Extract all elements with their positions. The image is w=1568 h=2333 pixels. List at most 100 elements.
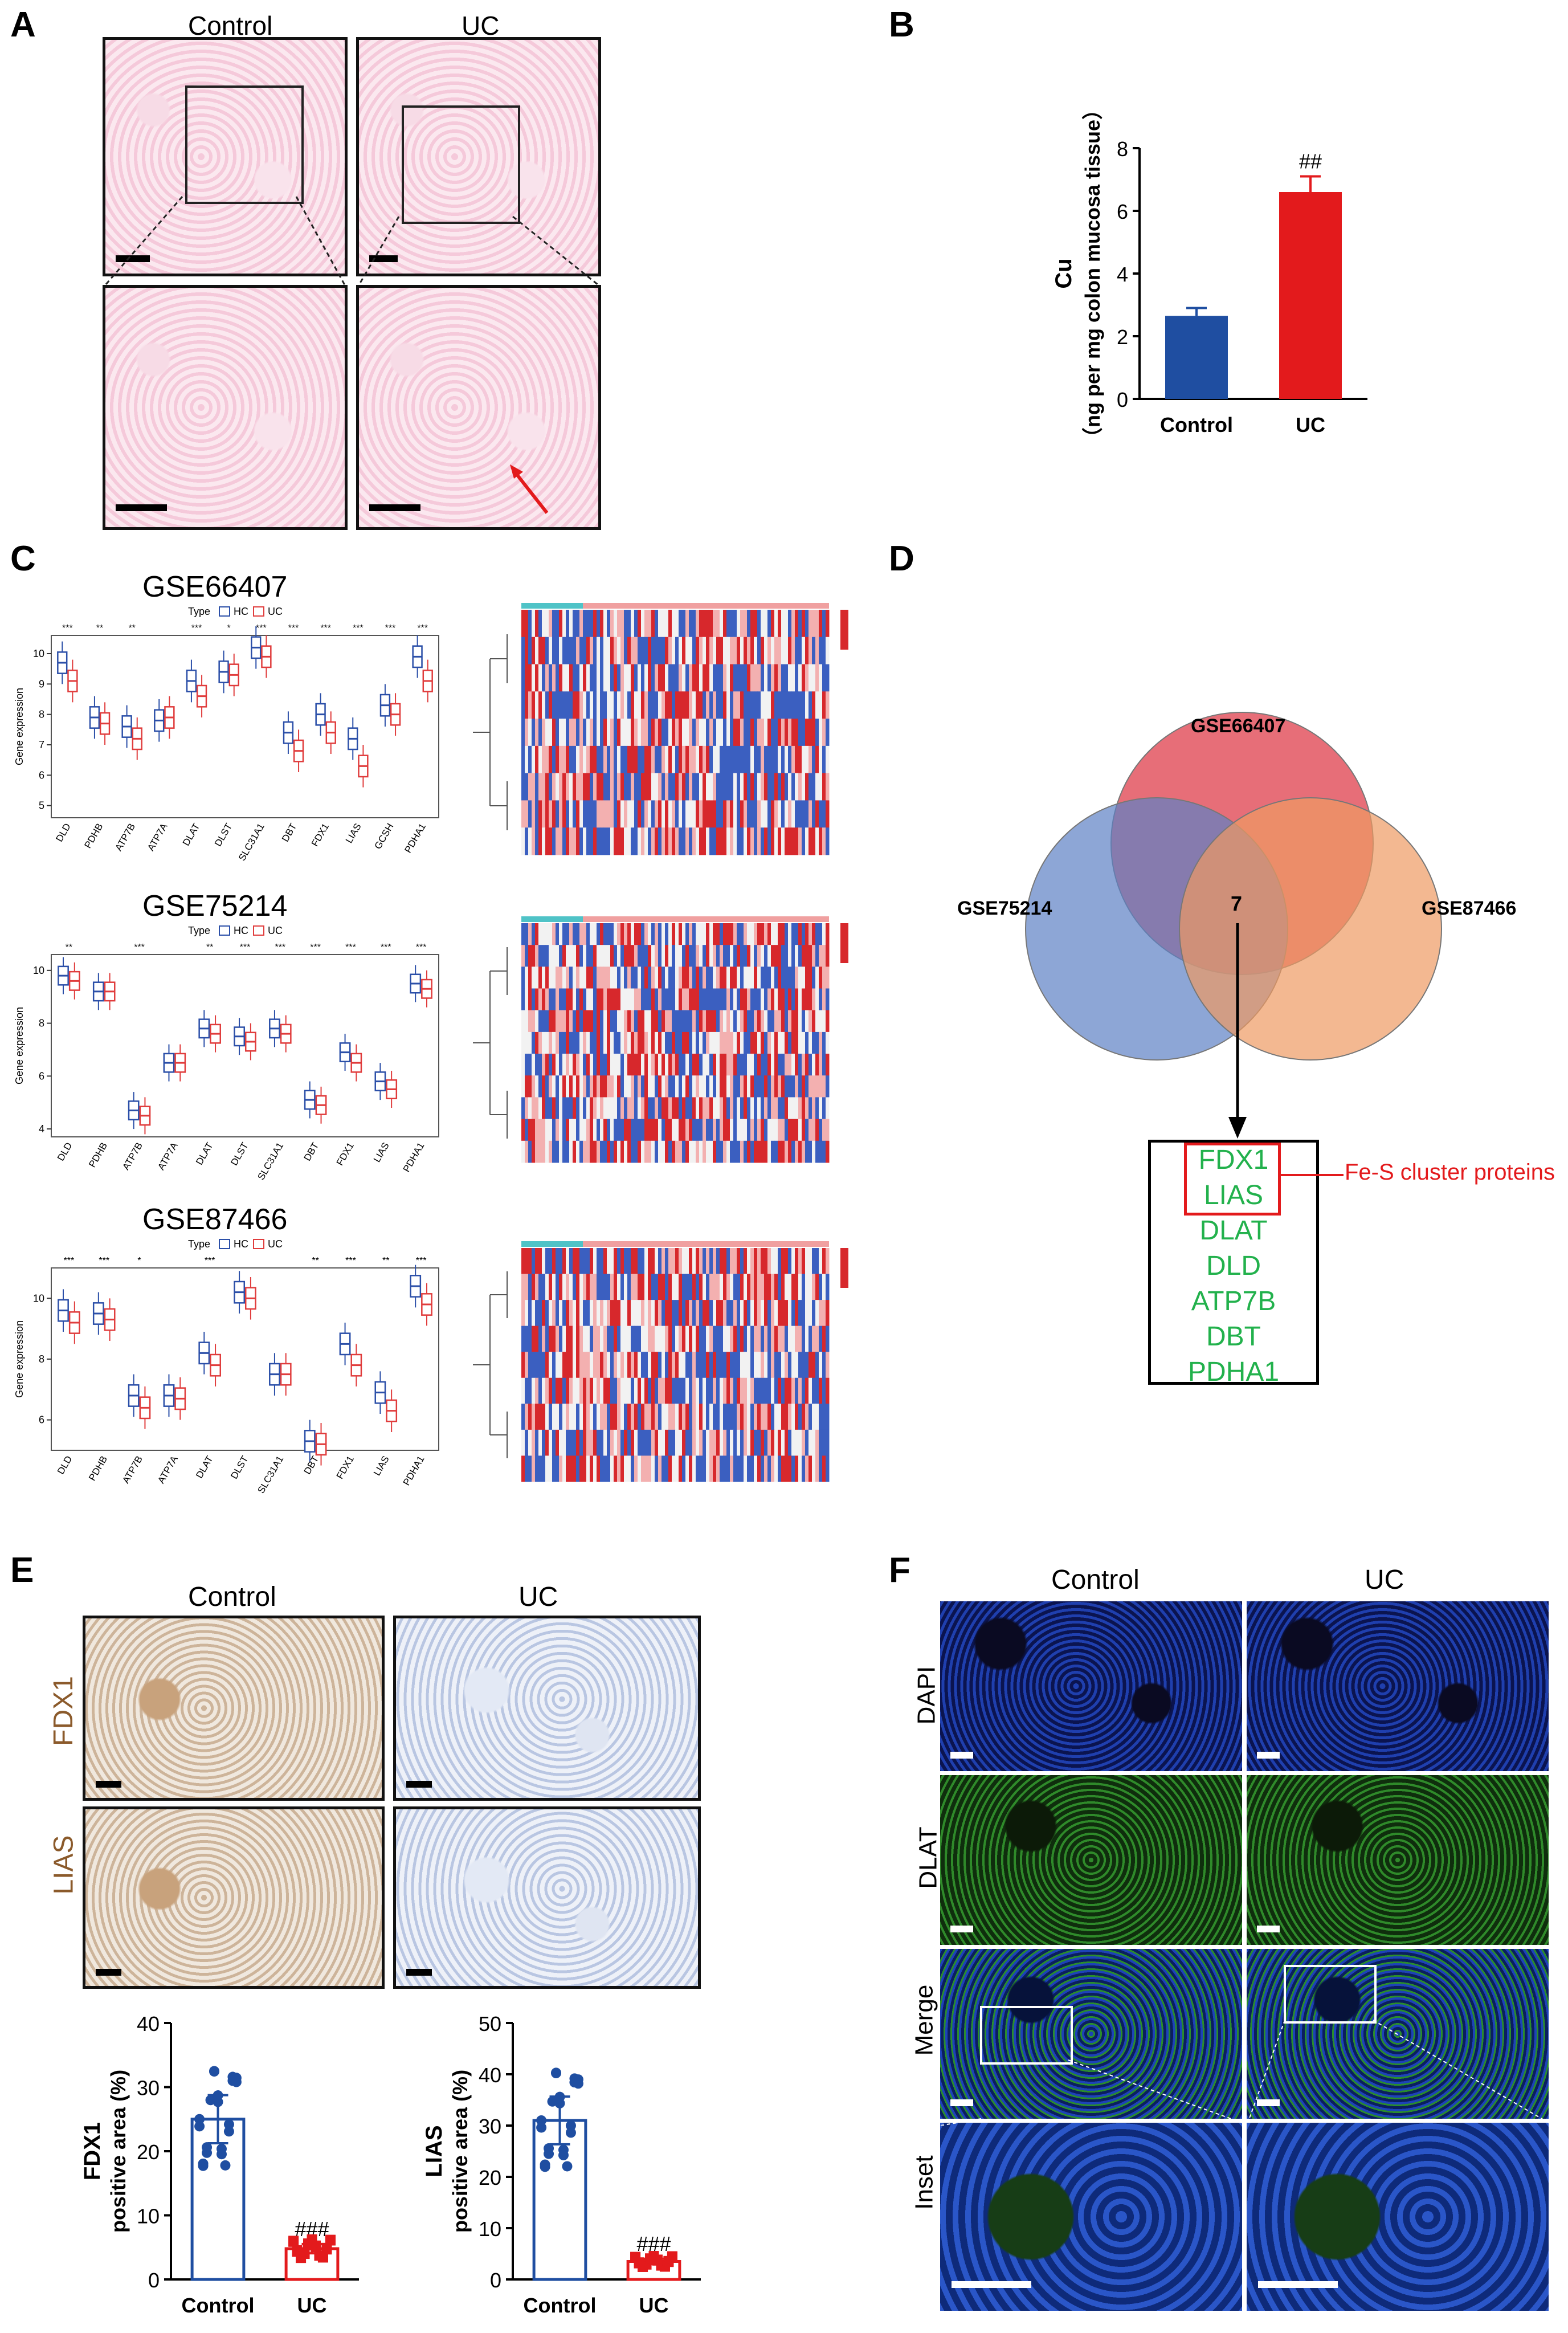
heat-cell <box>709 1075 713 1098</box>
heat-cell <box>802 1010 806 1033</box>
heat-cell <box>627 1054 631 1076</box>
heat-cell <box>740 988 744 1011</box>
heat-cell <box>750 988 754 1011</box>
legend-swatch-uc <box>253 925 264 936</box>
heat-cell <box>747 1352 751 1378</box>
heat-cell <box>699 1274 703 1300</box>
heat-cell <box>709 745 713 774</box>
heat-cell <box>740 664 744 692</box>
heat-cell <box>778 1119 782 1141</box>
heat-cell <box>826 745 830 774</box>
heat-cell <box>593 1404 597 1430</box>
heat-cell <box>675 1054 679 1076</box>
heat-cell <box>542 610 546 638</box>
heat-cell <box>614 664 618 692</box>
heat-cell <box>535 1274 539 1300</box>
heat-cell <box>556 1377 560 1404</box>
heat-cell <box>713 745 717 774</box>
heat-cell <box>556 773 560 801</box>
heat-cell <box>822 637 826 665</box>
heat-cell <box>528 966 532 989</box>
heat-cell <box>586 1300 590 1327</box>
heat-cell <box>822 691 826 719</box>
heat-cell <box>600 945 604 967</box>
panel-a-zoom-box <box>402 105 520 224</box>
heat-cell <box>699 1248 703 1275</box>
heat-cell <box>545 637 549 665</box>
heat-cell <box>703 773 707 801</box>
heat-cell <box>655 1377 659 1404</box>
x-tick-label: ATP7B <box>120 1141 145 1172</box>
heat-cell <box>791 1325 795 1352</box>
x-tick-label: DBT <box>280 822 299 844</box>
heat-cell <box>795 1404 799 1430</box>
heat-cell <box>600 923 604 945</box>
y-tick-label: 10 <box>479 2217 501 2241</box>
heat-cell <box>740 923 744 945</box>
heat-cell <box>716 1429 720 1456</box>
heat-cell <box>610 923 614 945</box>
heat-cell <box>662 1010 665 1033</box>
heat-cell <box>538 1274 542 1300</box>
heat-cell <box>624 1455 628 1482</box>
heat-cell <box>665 1274 669 1300</box>
heat-cell <box>586 923 590 945</box>
heat-cell <box>798 1404 802 1430</box>
y-axis-label: FDX1 <box>80 2122 105 2180</box>
heat-cell <box>569 966 573 989</box>
heat-cell <box>805 1097 809 1120</box>
heat-cell <box>791 773 795 801</box>
data-point <box>288 2236 299 2247</box>
heat-cell <box>795 610 799 638</box>
heat-cell <box>528 923 532 945</box>
heat-cell <box>576 691 580 719</box>
heat-cell <box>617 1429 621 1456</box>
heat-cell <box>826 1140 830 1163</box>
heat-cell <box>754 966 758 989</box>
heat-cell <box>627 1429 631 1456</box>
heat-cell <box>672 691 676 719</box>
heat-cell <box>576 1352 580 1378</box>
heat-cell <box>573 691 577 719</box>
group-bar-uc <box>583 916 829 922</box>
heat-cell <box>815 637 819 665</box>
heat-cell <box>672 1140 676 1163</box>
significance-label: *** <box>99 1256 109 1266</box>
heat-cell <box>778 691 782 719</box>
heat-cell <box>744 1119 748 1141</box>
heat-cell <box>579 1455 583 1482</box>
heat-cell <box>631 691 635 719</box>
heat-cell <box>634 610 638 638</box>
heat-cell <box>566 1010 570 1033</box>
heat-cell <box>689 1097 693 1120</box>
heat-cell <box>778 610 782 638</box>
heat-cell <box>552 1325 556 1352</box>
heat-cell <box>679 1054 683 1076</box>
heat-cell <box>788 827 792 855</box>
heat-cell <box>774 637 778 665</box>
heat-cell <box>668 691 672 719</box>
heat-cell <box>675 1097 679 1120</box>
heat-cell <box>545 664 549 692</box>
panel-d-gene-box <box>1148 1140 1319 1385</box>
significance-label: *** <box>416 1256 427 1266</box>
heat-cell <box>576 773 580 801</box>
heat-cell <box>692 923 696 945</box>
heat-cell <box>620 1352 624 1378</box>
gene-item: DLD <box>1206 1251 1261 1281</box>
heat-cell <box>521 1119 525 1141</box>
heat-cell <box>593 719 597 747</box>
heat-cell <box>795 1274 799 1300</box>
scalebar <box>950 1926 973 1932</box>
heat-cell <box>532 988 536 1011</box>
legend-label-uc: UC <box>268 1238 283 1250</box>
heat-cell <box>538 691 542 719</box>
heat-cell <box>610 1352 614 1378</box>
heat-cell <box>528 1119 532 1141</box>
heat-cell <box>620 637 624 665</box>
heat-cell <box>579 1404 583 1430</box>
heat-cell <box>716 1119 720 1141</box>
heat-cell <box>545 1352 549 1378</box>
heat-cell <box>562 1097 566 1120</box>
heat-cell <box>750 719 754 747</box>
